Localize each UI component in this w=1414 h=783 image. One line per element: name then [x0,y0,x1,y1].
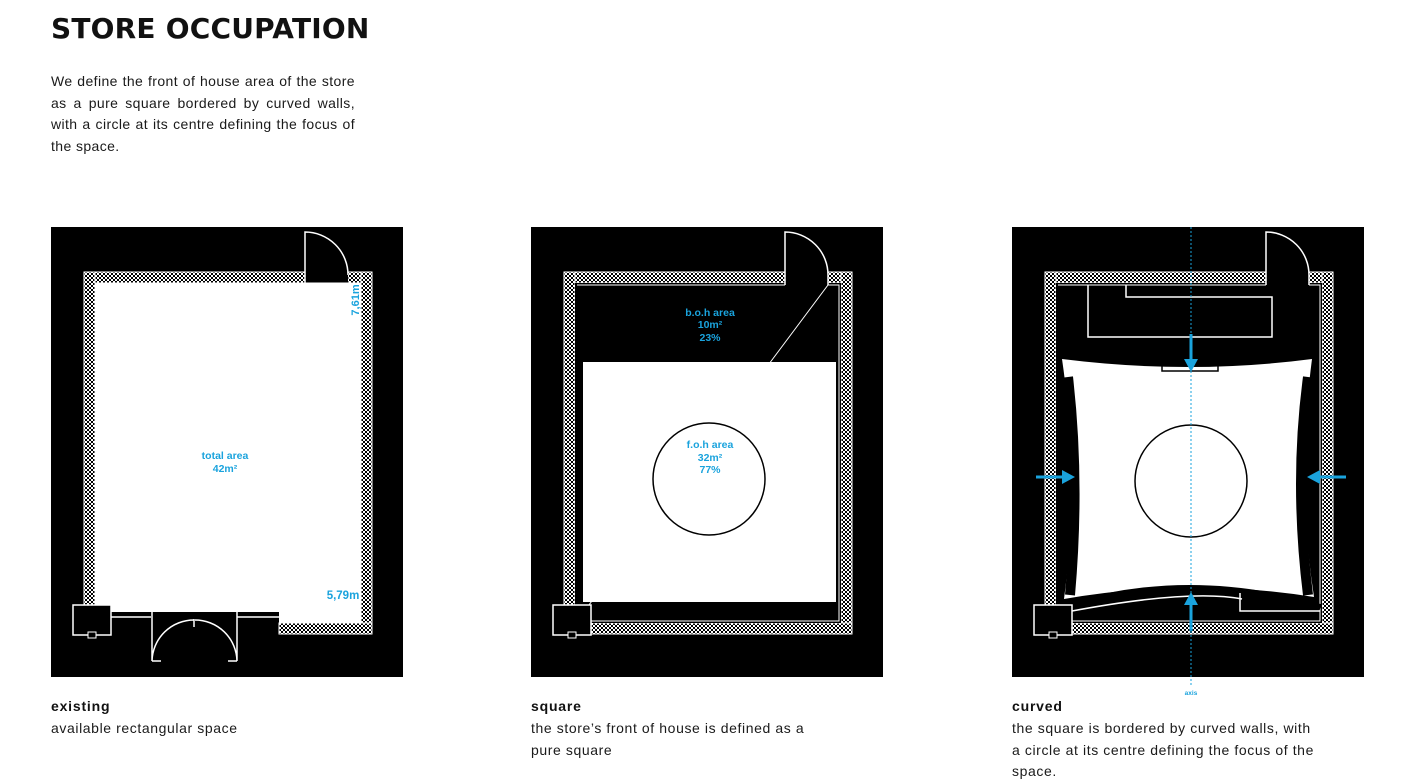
curved-floor [1062,359,1314,599]
caption-text-existing: available rectangular space [51,720,238,736]
wall-bottom-right [278,622,373,635]
foh-square [583,362,836,602]
focus-circle [652,422,766,536]
page-title: STORE OCCUPATION [51,12,370,45]
label-foh-title: f.o.h area [687,439,734,451]
arrow-bottom [1184,592,1198,631]
arrow-right [1307,470,1346,484]
label-foh-pct: 77% [699,464,721,476]
label-boh-value: 10m² [698,319,723,331]
wall-top [83,271,306,284]
door-top [784,231,829,285]
label-dim-width: 5,79m [327,590,360,602]
label-boh-title: b.o.h area [685,307,735,319]
plan-existing: total area 42m² 7,61m 5,79m [51,227,403,677]
floor-area [95,283,361,623]
caption-title-curved: curved [1012,698,1063,714]
label-dim-height: 7,61m [350,284,362,315]
label-foh-value: 32m² [698,452,723,464]
caption-text-square: the store’s front of house is defined as… [531,720,805,758]
label-area-title: total area [202,450,249,462]
label-boh-pct: 23% [699,332,721,344]
caption-title-square: square [531,698,582,714]
column-block [72,604,112,636]
label-axis: axis [1185,690,1198,697]
intro-paragraph: We define the front of house area of the… [51,73,355,154]
plan-curved: axis [1012,227,1364,697]
double-door [151,611,238,662]
plan-square: b.o.h area 10m² 23% f.o.h area 32m² 77% [531,227,883,677]
wall-left [83,271,96,606]
arrow-left [1036,470,1075,484]
caption-title-existing: existing [51,698,111,714]
label-area-value: 42m² [213,463,238,475]
door-top [304,231,349,283]
wall-right [360,271,373,635]
focus-circle [1134,424,1248,538]
arrow-top [1184,334,1198,372]
caption-text-curved: the square is bordered by curved walls, … [1012,720,1314,779]
